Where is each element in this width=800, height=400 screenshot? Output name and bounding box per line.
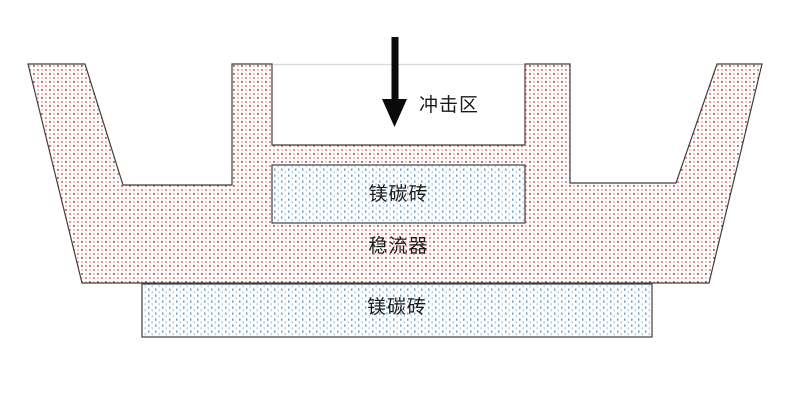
- impact-zone-label: 冲击区: [419, 94, 480, 116]
- down-arrow-icon: [382, 37, 407, 127]
- impact-pad-brick-label: 镁碳砖: [368, 183, 429, 205]
- bottom-brick-shape: [141, 283, 653, 338]
- impact-pad-brick-shape: [271, 164, 526, 224]
- flow-stabilizer-label: 稳流器: [368, 235, 429, 257]
- bottom-brick-label: 镁碳砖: [366, 296, 427, 318]
